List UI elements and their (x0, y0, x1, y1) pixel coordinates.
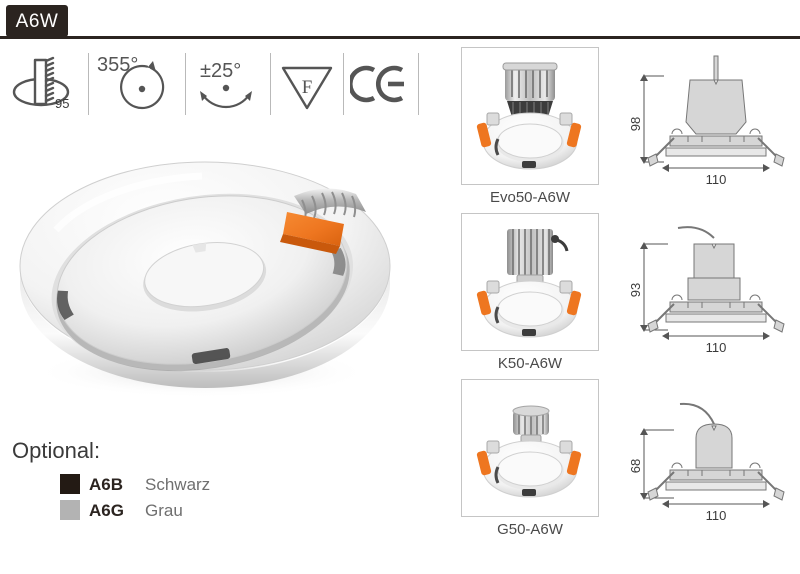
spec-icon-strip: 95 355° ±25° (8, 48, 425, 120)
icon-divider (270, 53, 271, 115)
dimension-drawing-k50: 93 110 (618, 220, 798, 390)
optional-code: A6G (89, 500, 124, 520)
page-title: A6W (6, 5, 68, 37)
icon-divider (88, 53, 89, 115)
product-caption: K50-A6W (497, 355, 563, 372)
optional-title: Optional: (12, 438, 101, 463)
spring-clip-right (280, 188, 366, 254)
product-thumbnail-box (461, 213, 599, 351)
dimension-width: 110 (706, 340, 727, 355)
optional-color-name: Schwarz (145, 474, 211, 494)
cutout-hole-saw-icon: 95 (8, 48, 82, 120)
optional-section: Optional: A6B Schwarz A6G Grau (12, 440, 312, 526)
optional-item-a6g: A6G Grau (12, 500, 312, 520)
k50-a6w-product-photo (476, 229, 582, 338)
dimension-width: 110 (706, 508, 727, 523)
dimension-height: 68 (628, 459, 643, 473)
tilt-25-icon: ±25° (192, 48, 264, 120)
color-swatch-grey (60, 500, 80, 520)
optional-code: A6B (89, 474, 124, 494)
product-caption: G50-A6W (497, 521, 563, 538)
tilt-value: ±25° (200, 60, 241, 82)
hero-product-image (2, 120, 406, 412)
product-variant-k50: K50-A6W (455, 213, 605, 371)
product-variant-list: Evo50-A6W (455, 47, 605, 545)
dimension-drawing-evo50: 98 110 (618, 50, 798, 220)
header-rule (0, 36, 800, 39)
ce-mark-icon (350, 48, 412, 120)
icon-divider (343, 53, 344, 115)
rotation-355-icon: 355° (95, 48, 179, 120)
optional-color-name: Grau (145, 500, 183, 520)
dimension-height: 93 (628, 283, 643, 297)
page-title-label: A6W (15, 10, 59, 32)
product-thumbnail-box (461, 47, 599, 185)
color-swatch-black (60, 474, 80, 494)
rotation-value: 355° (97, 54, 138, 76)
icon-divider (185, 53, 186, 115)
f-mark-letter: F (302, 77, 313, 98)
icon-divider (418, 53, 419, 115)
g50-a6w-product-photo (476, 405, 582, 498)
optional-item-a6b: A6B Schwarz (12, 474, 312, 494)
evo50-a6w-product-photo (476, 62, 582, 170)
f-mark-icon: F (277, 48, 337, 120)
dimension-drawing-g50: 68 110 (618, 390, 798, 560)
product-variant-evo50: Evo50-A6W (455, 47, 605, 205)
dimension-width: 110 (706, 172, 727, 187)
product-variant-g50: G50-A6W (455, 379, 605, 537)
dimension-drawing-list: 98 110 (618, 50, 798, 560)
dimension-height: 98 (628, 117, 643, 131)
product-thumbnail-box (461, 379, 599, 517)
cutout-value: 95 (55, 96, 69, 111)
product-caption: Evo50-A6W (489, 189, 571, 206)
